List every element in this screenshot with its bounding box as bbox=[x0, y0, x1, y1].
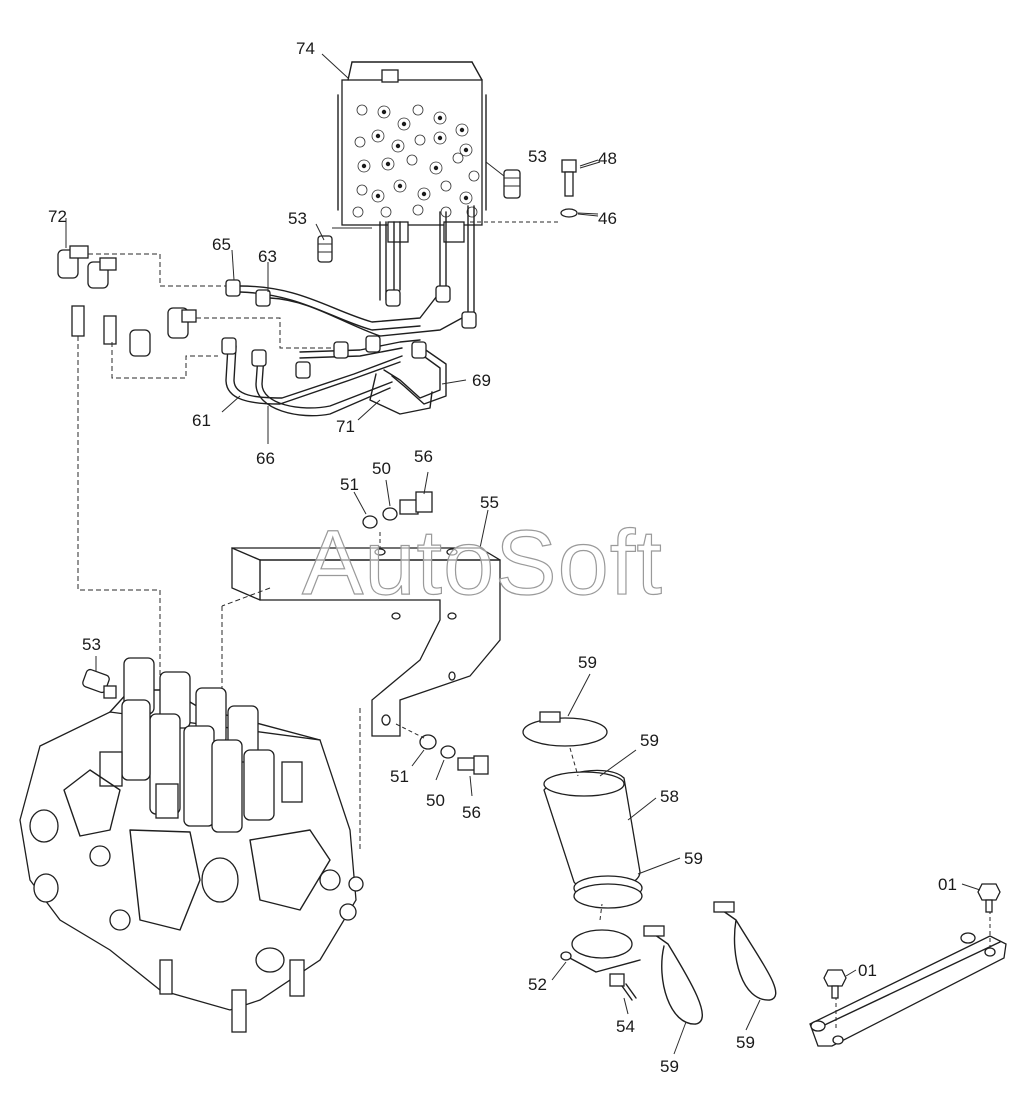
clamp-59-top bbox=[522, 711, 608, 777]
bolt-48 bbox=[561, 159, 601, 197]
callout-53-upper-right: 53 bbox=[528, 147, 547, 166]
callout-53-upper-left: 53 bbox=[288, 209, 307, 228]
callout-50-lower: 50 bbox=[426, 791, 445, 810]
watermark-text: AutoSoft bbox=[302, 512, 663, 614]
fitting-53-lower bbox=[82, 668, 117, 699]
callout-59-tie-left: 59 bbox=[660, 1057, 679, 1076]
washer-46 bbox=[470, 208, 599, 223]
control-valve bbox=[19, 657, 364, 1033]
callout-71: 71 bbox=[336, 417, 355, 436]
callout-56-lower: 56 bbox=[462, 803, 481, 822]
bolt-01-a bbox=[977, 883, 1001, 913]
callout-labels: 74 53 48 46 53 72 65 63 61 66 71 69 56 5… bbox=[48, 39, 957, 1076]
pilot-hoses bbox=[225, 205, 475, 417]
callout-59-tie-right: 59 bbox=[736, 1033, 755, 1052]
callout-59-hose-bottom: 59 bbox=[684, 849, 703, 868]
cable-tie-59-left bbox=[643, 925, 703, 1025]
callout-01-left: 01 bbox=[858, 961, 877, 980]
callout-51-upper: 51 bbox=[340, 475, 359, 494]
callout-74: 74 bbox=[296, 39, 315, 58]
callout-53-lower: 53 bbox=[82, 635, 101, 654]
callout-66: 66 bbox=[256, 449, 275, 468]
callout-46: 46 bbox=[598, 209, 617, 228]
callout-50-upper: 50 bbox=[372, 459, 391, 478]
hose-leader-lines bbox=[77, 253, 335, 690]
hose-58 bbox=[543, 769, 643, 909]
bracket-52 bbox=[560, 903, 641, 973]
callout-55: 55 bbox=[480, 493, 499, 512]
callout-65: 65 bbox=[212, 235, 231, 254]
mounting-plate bbox=[809, 910, 1007, 1047]
cable-tie-59-right bbox=[713, 901, 777, 1001]
callout-61: 61 bbox=[192, 411, 211, 430]
callout-54: 54 bbox=[616, 1017, 635, 1036]
bolt-01-b bbox=[823, 969, 847, 999]
callout-58: 58 bbox=[660, 787, 679, 806]
callout-59-hose-top: 59 bbox=[640, 731, 659, 750]
fitting-53-upper-right bbox=[485, 161, 521, 199]
callout-72: 72 bbox=[48, 207, 67, 226]
callout-leaders bbox=[95, 53, 981, 1055]
fitting-53-upper-left bbox=[317, 227, 372, 263]
bracket-55 bbox=[221, 547, 501, 860]
callout-59-clamp-top: 59 bbox=[578, 653, 597, 672]
callout-01-right: 01 bbox=[938, 875, 957, 894]
hose-end-fittings bbox=[221, 279, 477, 379]
callout-48: 48 bbox=[598, 149, 617, 168]
bolt-set-lower bbox=[395, 723, 489, 775]
callout-69: 69 bbox=[472, 371, 491, 390]
bolt-54 bbox=[609, 973, 637, 1001]
callout-52: 52 bbox=[528, 975, 547, 994]
elbow-fittings-72 bbox=[57, 218, 197, 357]
callout-63: 63 bbox=[258, 247, 277, 266]
bolt-set-upper bbox=[362, 491, 433, 548]
pilot-valve-block bbox=[337, 61, 487, 243]
callout-56-upper: 56 bbox=[414, 447, 433, 466]
callout-51-lower: 51 bbox=[390, 767, 409, 786]
